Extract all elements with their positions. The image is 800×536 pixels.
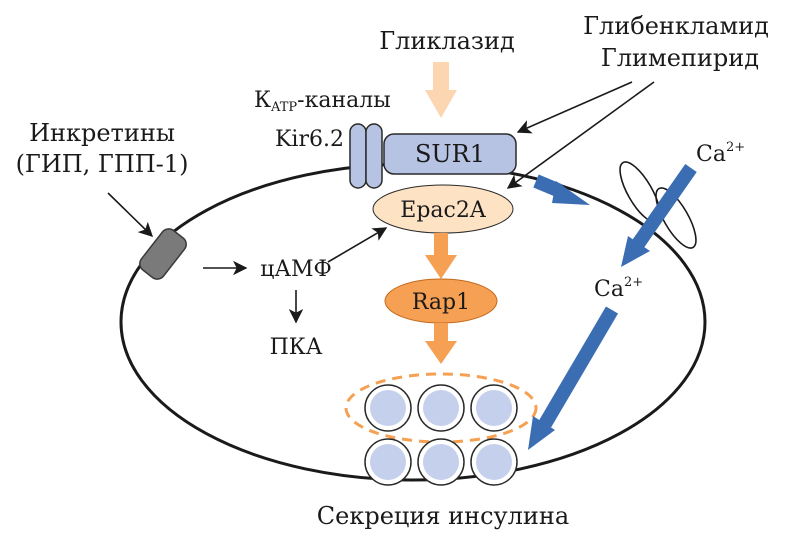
sur1-label: SUR1 — [415, 140, 485, 168]
sur1-to-ca-channel-blue-arrow — [533, 174, 590, 205]
kir62-label: Kir6.2 — [275, 127, 344, 152]
rap1-to-granules-arrow — [425, 323, 457, 364]
pka-label: ПКА — [270, 335, 323, 360]
insulin-secretion-label: Секреция инсулина — [317, 502, 569, 530]
kir62-channel — [349, 123, 383, 189]
calcium-to-granules-blue-arrow — [528, 306, 619, 450]
calcium-intracellular-label: Ca2+ — [594, 275, 643, 302]
glibenclamide-to-sur1-arrow — [516, 81, 633, 134]
incretin-receptor — [139, 228, 187, 280]
camp-to-epac-arrow — [327, 227, 388, 263]
glimepiride-to-epac-arrow — [506, 81, 655, 189]
epac2a-label: Epac2A — [400, 198, 487, 223]
glibenclamide-label: Глибенкламид — [583, 12, 769, 40]
granules-bottom-row — [364, 438, 518, 486]
camp-label: цАМФ — [260, 257, 332, 282]
rap1-label: Rap1 — [412, 290, 470, 315]
granules-top-row — [364, 384, 518, 432]
gliclazide-arrow — [425, 62, 457, 118]
calcium-extracellular-label: Ca2+ — [696, 140, 745, 167]
glimepiride-label: Глимепирид — [601, 44, 759, 72]
sur1-box — [383, 133, 517, 175]
calcium-influx-blue-arrow — [621, 163, 697, 267]
incretins-examples-label: (ГИП, ГПП-1) — [16, 150, 189, 178]
katp-channels-label: КATP-каналы — [254, 88, 391, 115]
incretins-label: Инкретины — [29, 119, 175, 147]
incretins-to-receptor-arrow — [107, 192, 154, 238]
gliclazide-label: Гликлазид — [379, 27, 515, 55]
epac-to-rap1-arrow — [425, 233, 457, 279]
